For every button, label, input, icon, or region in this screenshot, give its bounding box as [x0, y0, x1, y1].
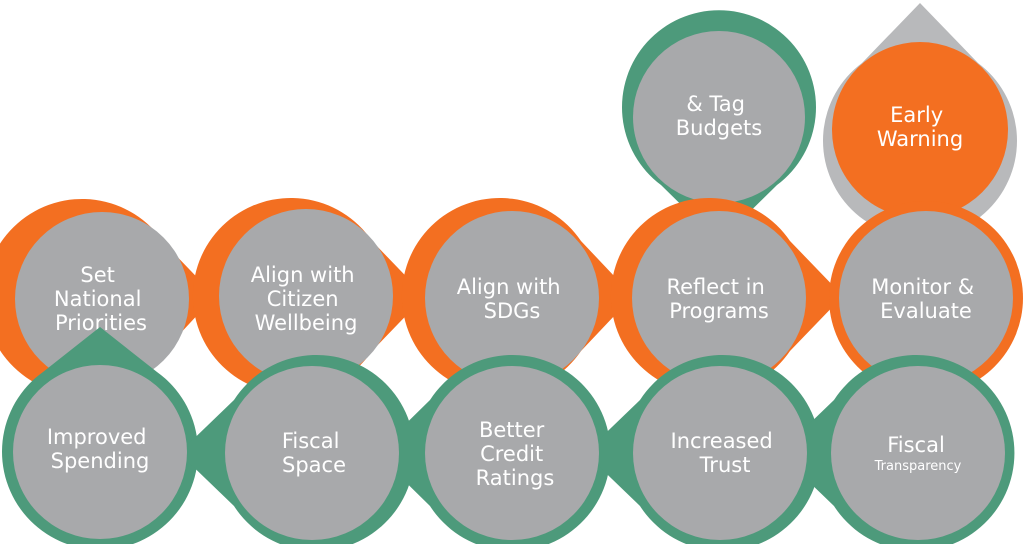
top-node-monitor-evaluate-label: Monitor & Evaluate — [871, 275, 981, 323]
bottom-node-fiscal-transparency-label: Fiscal Transparency — [874, 433, 962, 474]
pin-tag-budgets-label: & Tag Budgets — [676, 92, 762, 140]
top-node-monitor-evaluate — [839, 211, 1013, 385]
top-node-align-sdgs-label: Align with SDGs — [457, 275, 568, 323]
bottom-node-fiscal-space-label: Fiscal Space — [282, 429, 346, 477]
bottom-node-fiscal-space — [225, 366, 399, 540]
top-node-set-priorities — [15, 212, 189, 386]
bottom-node-increased-trust-label: Increased Trust — [671, 429, 780, 477]
pin-tag-budgets: & Tag Budgets — [622, 10, 816, 242]
bottom-node-improved-spending — [13, 365, 187, 539]
top-row: Set National Priorities Align with Citiz… — [0, 197, 1023, 395]
pin-early-warning: Early Warning — [822, 3, 1017, 238]
bottom-node-increased-trust — [633, 366, 807, 540]
bottom-row: Improved Spending Fiscal Space Better Cr… — [2, 327, 1015, 544]
top-node-reflect-programs — [632, 211, 806, 385]
pin-tag-budgets-circle — [633, 31, 805, 203]
top-node-align-sdgs — [425, 211, 599, 385]
top-node-align-wellbeing — [219, 209, 393, 383]
top-node-reflect-programs-label: Reflect in Programs — [666, 275, 771, 323]
top-node-align-wellbeing-label: Align with Citizen Wellbeing — [251, 263, 362, 335]
pin-early-warning-label: Early Warning — [877, 103, 963, 151]
top-node-set-priorities-label: Set National Priorities — [54, 263, 148, 335]
bottom-node-credit-ratings-label: Better Credit Ratings — [476, 418, 555, 490]
pin-early-warning-circle — [832, 42, 1008, 218]
bottom-node-fiscal-transparency — [831, 366, 1005, 540]
bottom-node-credit-ratings — [425, 366, 599, 540]
bottom-node-improved-spending-label: Improved Spending — [47, 425, 153, 473]
